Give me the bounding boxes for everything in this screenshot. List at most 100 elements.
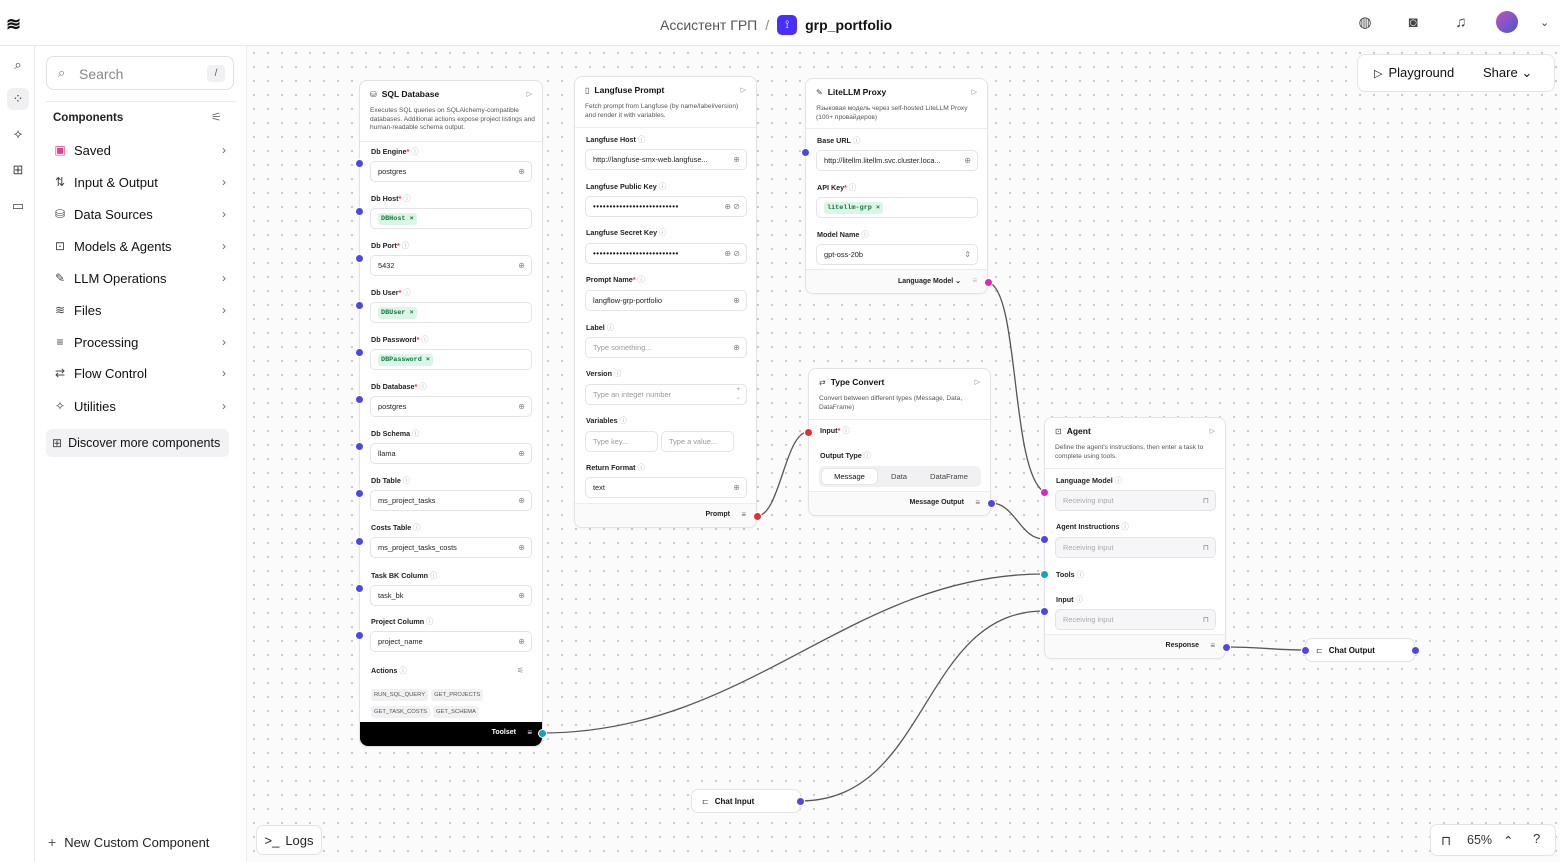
search-icon[interactable]: ⌕ xyxy=(14,57,22,72)
run-node-icon[interactable]: ▷ xyxy=(526,91,532,98)
chatoutput-output-handle[interactable] xyxy=(1411,646,1420,655)
sql-input-handle[interactable] xyxy=(355,159,364,168)
discord-icon[interactable]: ◙ xyxy=(1408,13,1418,31)
stepper-icon[interactable]: +− xyxy=(736,387,740,402)
chevron-updown-icon[interactable]: ⌄ xyxy=(1540,16,1550,29)
langfuse-secret-key-input[interactable]: ••••••••••••••••••••••••••⊕ ⊘ xyxy=(585,243,747,264)
run-node-icon[interactable]: ▷ xyxy=(740,87,746,94)
node-output-toolset[interactable]: Toolset≡ xyxy=(360,722,542,746)
langfuse-public-key-input[interactable]: ••••••••••••••••••••••••••⊕ ⊘ xyxy=(585,196,747,217)
category-data-sources[interactable]: ⛁Data Sources› xyxy=(52,202,230,226)
logs-button[interactable]: >_Logs xyxy=(256,825,322,855)
node-langfuse-prompt[interactable]: ▯Langfuse Prompt ▷ Fetch prompt from Lan… xyxy=(574,76,757,528)
globe-icon[interactable]: ⊕ xyxy=(518,591,525,600)
bundles-icon[interactable]: ⊞ xyxy=(12,162,24,177)
sql-field-input[interactable]: postgres⊕ xyxy=(370,161,532,182)
node-litellm-proxy[interactable]: ✎LiteLLM Proxy ▷ Языковая модель через s… xyxy=(805,78,988,294)
sql-field-input[interactable]: llama⊕ xyxy=(370,443,532,464)
typeconvert-output-handle[interactable] xyxy=(987,499,996,508)
run-node-icon[interactable]: ▷ xyxy=(1209,428,1215,435)
litellm-base-url-handle[interactable] xyxy=(801,148,810,157)
sql-input-handle[interactable] xyxy=(355,254,364,263)
globe-icon[interactable]: ⊕ xyxy=(518,402,525,411)
notes-icon[interactable]: ▭ xyxy=(11,198,25,213)
agent-input-handle[interactable] xyxy=(1040,607,1049,616)
node-agent[interactable]: ⊡Agent ▷ Define the agent's instructions… xyxy=(1044,417,1226,659)
sql-field-input[interactable]: project_name⊕ xyxy=(370,631,532,652)
sql-input-handle[interactable] xyxy=(355,395,364,404)
category-models-agents[interactable]: ⊡Models & Agents› xyxy=(52,234,230,258)
workspace-name[interactable]: Ассистент ГРП xyxy=(660,17,758,33)
globe-icon[interactable]: ⊕ xyxy=(518,496,525,505)
api-key-input[interactable]: litellm-grp × xyxy=(816,197,978,218)
components-icon[interactable]: ⁘ xyxy=(7,88,29,110)
litellm-model-output-handle[interactable] xyxy=(984,278,993,287)
run-node-icon[interactable]: ▷ xyxy=(974,379,980,386)
tab-dataframe[interactable]: DataFrame xyxy=(930,472,968,481)
node-output-language-model[interactable]: Language Model ⌄≡ xyxy=(806,269,987,293)
node-chat-input[interactable]: ⊏Chat Input xyxy=(691,789,801,813)
node-chat-output[interactable]: ⊏Chat Output xyxy=(1305,638,1415,662)
lock-icon[interactable]: ⊓ xyxy=(1441,833,1452,848)
globe-icon[interactable]: ⊕ xyxy=(733,155,740,164)
globe-icon[interactable]: ⊕ xyxy=(964,156,971,165)
sql-input-handle[interactable] xyxy=(355,631,364,640)
sql-input-handle[interactable] xyxy=(355,537,364,546)
sliders-icon[interactable]: ⚟ xyxy=(516,666,524,675)
version-input[interactable]: Type an integer number+− xyxy=(585,384,747,405)
agent-lm-input-handle[interactable] xyxy=(1040,488,1049,497)
agent-instructions-handle[interactable] xyxy=(1040,535,1049,544)
globe-eye-off-icon[interactable]: ⊕ ⊘ xyxy=(724,249,740,258)
node-output-message[interactable]: Message Output≡ xyxy=(809,491,990,515)
typeconvert-input-handle[interactable] xyxy=(804,428,813,437)
category-utilities[interactable]: ✧Utilities› xyxy=(52,394,230,418)
sql-field-input[interactable]: DBHost × xyxy=(370,208,532,229)
langfuse-prompt-output-handle[interactable] xyxy=(753,512,762,521)
chatinput-output-handle[interactable] xyxy=(796,797,805,806)
globe-icon[interactable]: ⊕ xyxy=(733,296,740,305)
globe-icon[interactable]: ⊕ xyxy=(733,483,740,492)
discover-more-button[interactable]: ⊞Discover more components xyxy=(46,429,229,457)
chatoutput-input-handle[interactable] xyxy=(1301,646,1310,655)
category-saved[interactable]: ▣Saved› xyxy=(52,138,230,162)
globe-icon[interactable]: ⊕ xyxy=(518,449,525,458)
new-custom-component-button[interactable]: +New Custom Component xyxy=(48,834,209,850)
node-sql-database[interactable]: ⛁SQL Database ▷ Executes SQL queries on … xyxy=(359,80,543,747)
settings-sliders-icon[interactable]: ⚟ xyxy=(211,110,222,124)
category-processing[interactable]: ≡Processing› xyxy=(52,330,230,354)
bell-icon[interactable]: ♫ xyxy=(1455,13,1467,31)
sql-input-handle[interactable] xyxy=(355,301,364,310)
run-node-icon[interactable]: ▷ xyxy=(971,89,977,96)
langfuse-host-input[interactable]: http://langfuse-smx-web.langfuse...⊕ xyxy=(585,149,747,170)
chevron-up-icon[interactable]: ⌃ xyxy=(1503,834,1514,848)
zoom-level[interactable]: 65% xyxy=(1467,833,1493,847)
tab-message[interactable]: Message xyxy=(822,469,877,484)
help-icon[interactable]: ? xyxy=(1533,831,1541,846)
tab-data[interactable]: Data xyxy=(890,472,908,481)
variable-key-input[interactable]: Type key... xyxy=(585,431,658,452)
sql-input-handle[interactable] xyxy=(355,442,364,451)
category-files[interactable]: ≋Files› xyxy=(52,298,230,322)
globe-icon[interactable]: ⊕ xyxy=(518,261,525,270)
prompt-name-input[interactable]: langflow-grp-portfolio⊕ xyxy=(585,290,747,311)
sql-field-input[interactable]: ms_project_tasks_costs⊕ xyxy=(370,537,532,558)
globe-icon[interactable]: ⊕ xyxy=(518,637,525,646)
agent-tools-handle[interactable] xyxy=(1040,570,1049,579)
sql-input-handle[interactable] xyxy=(355,489,364,498)
sql-field-input[interactable]: postgres⊕ xyxy=(370,396,532,417)
node-type-convert[interactable]: ⇄Type Convert ▷ Convert between differen… xyxy=(808,368,991,516)
sql-field-input[interactable]: DBUser × xyxy=(370,302,532,323)
return-format-input[interactable]: text⊕ xyxy=(585,477,747,498)
base-url-input[interactable]: http://litellm.litellm.svc.cluster.loca.… xyxy=(816,150,978,171)
sql-toolset-output-handle[interactable] xyxy=(538,729,547,738)
variable-value-input[interactable]: Type a value... xyxy=(661,431,734,452)
sql-input-handle[interactable] xyxy=(355,584,364,593)
playground-button[interactable]: ▷Playground xyxy=(1374,65,1454,80)
label-input[interactable]: Type something...⊕ xyxy=(585,337,747,358)
node-output-prompt[interactable]: Prompt≡ xyxy=(575,503,756,527)
globe-icon[interactable]: ⊕ xyxy=(518,167,525,176)
sql-input-handle[interactable] xyxy=(355,207,364,216)
sql-field-input[interactable]: 5432⊕ xyxy=(370,255,532,276)
model-name-select[interactable]: gpt-oss-20b⇕ xyxy=(816,244,978,265)
langflow-logo-icon[interactable]: ≋ xyxy=(6,14,21,34)
